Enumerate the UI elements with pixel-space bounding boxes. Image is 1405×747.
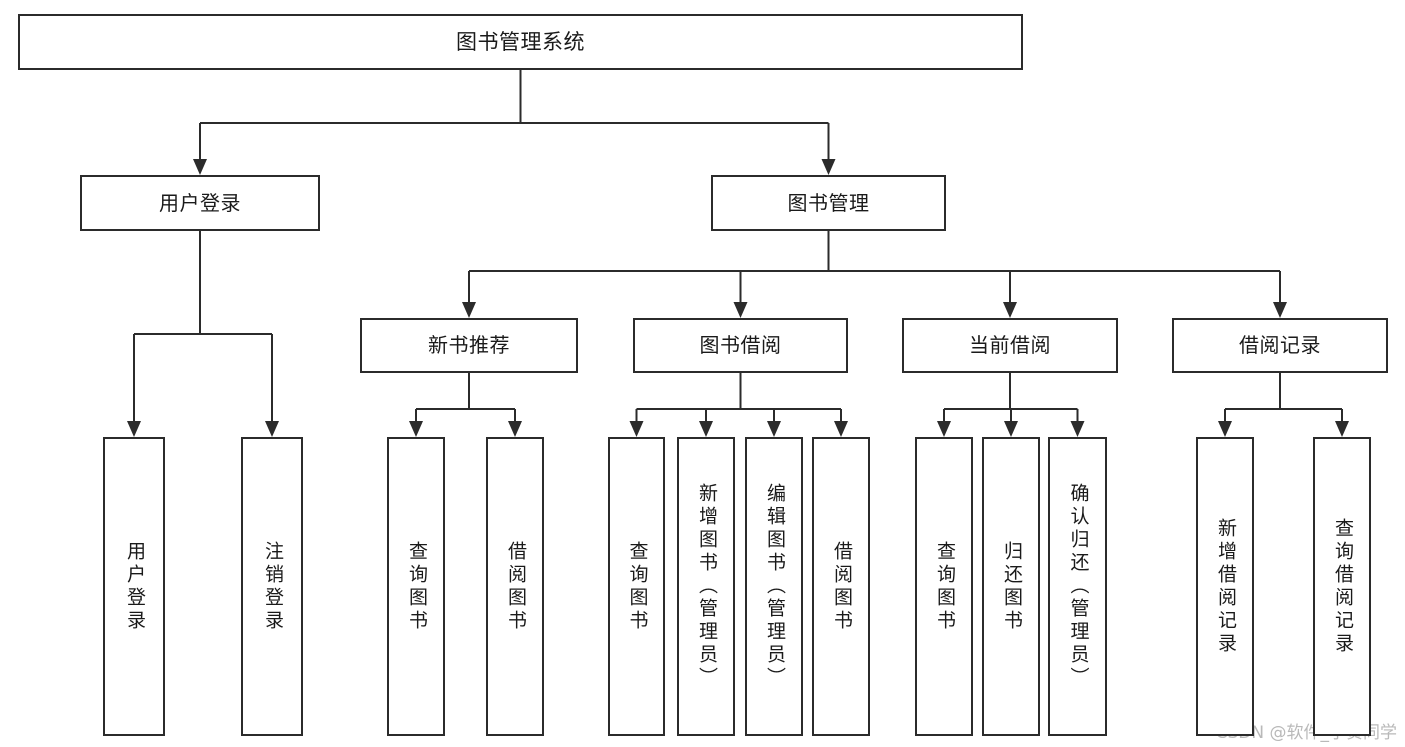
node-label-root: 图书管理系统 (456, 29, 585, 54)
node-label-leaf-bb-add: 新增图书（管理员） (695, 483, 718, 690)
connector-arrowhead-icon (1003, 302, 1017, 318)
connector-arrowhead-icon (1218, 421, 1232, 437)
node-label-leaf-nbr-query: 查询图书 (405, 540, 428, 633)
connector-arrowhead-icon (821, 159, 836, 175)
node-leaf-br-add[interactable]: 新增借阅记录 (1196, 437, 1254, 736)
connector-arrowhead-icon (193, 159, 207, 175)
connector-arrowhead-icon (1004, 421, 1018, 437)
connector-arrowhead-icon (767, 421, 781, 437)
node-label-book-borrow: 图书借阅 (699, 333, 782, 357)
node-leaf-nbr-borrow[interactable]: 借阅图书 (486, 437, 544, 736)
connector-arrowhead-icon (834, 421, 848, 437)
node-label-leaf-user-login: 用户登录 (123, 540, 146, 633)
node-leaf-bb-borrow[interactable]: 借阅图书 (812, 437, 870, 736)
node-label-user-login: 用户登录 (159, 190, 241, 215)
node-label-leaf-cb-confirm: 确认归还（管理员） (1067, 483, 1090, 690)
connector-arrowhead-icon (127, 421, 141, 437)
node-label-leaf-br-query: 查询借阅记录 (1331, 517, 1354, 656)
node-current-borrow[interactable]: 当前借阅 (902, 318, 1118, 373)
node-root[interactable]: 图书管理系统 (18, 14, 1023, 70)
node-leaf-br-query[interactable]: 查询借阅记录 (1313, 437, 1371, 736)
connector-arrowhead-icon (409, 421, 423, 437)
node-leaf-bb-query[interactable]: 查询图书 (608, 437, 665, 736)
node-leaf-cb-confirm[interactable]: 确认归还（管理员） (1048, 437, 1107, 736)
node-leaf-cb-return[interactable]: 归还图书 (982, 437, 1040, 736)
node-label-borrow-record: 借阅记录 (1239, 333, 1321, 357)
node-label-leaf-user-logout: 注销登录 (261, 540, 284, 633)
node-label-leaf-bb-borrow: 借阅图书 (830, 540, 853, 633)
node-book-manage[interactable]: 图书管理 (711, 175, 946, 231)
node-label-leaf-bb-edit: 编辑图书（管理员） (763, 483, 786, 690)
connector-arrowhead-icon (1273, 302, 1287, 318)
node-new-book-rec[interactable]: 新书推荐 (360, 318, 578, 373)
connector-arrowhead-icon (629, 421, 644, 437)
connector-arrowhead-icon (937, 421, 951, 437)
node-label-new-book-rec: 新书推荐 (428, 333, 510, 357)
node-borrow-record[interactable]: 借阅记录 (1172, 318, 1388, 373)
node-leaf-user-logout[interactable]: 注销登录 (241, 437, 303, 736)
connector-arrowhead-icon (733, 302, 748, 318)
connector-arrowhead-icon (508, 421, 522, 437)
node-leaf-nbr-query[interactable]: 查询图书 (387, 437, 445, 736)
node-label-leaf-cb-return: 归还图书 (1000, 540, 1023, 633)
connector-arrowhead-icon (699, 421, 713, 437)
node-label-book-manage: 图书管理 (787, 190, 870, 215)
node-label-leaf-nbr-borrow: 借阅图书 (504, 540, 527, 633)
node-book-borrow[interactable]: 图书借阅 (633, 318, 848, 373)
connector-arrowhead-icon (462, 302, 476, 318)
node-label-leaf-bb-query: 查询图书 (626, 540, 649, 633)
node-leaf-bb-edit[interactable]: 编辑图书（管理员） (745, 437, 803, 736)
node-user-login[interactable]: 用户登录 (80, 175, 320, 231)
connector-arrowhead-icon (1335, 421, 1349, 437)
node-leaf-cb-query[interactable]: 查询图书 (915, 437, 973, 736)
node-label-leaf-cb-query: 查询图书 (933, 540, 956, 633)
connector-arrowhead-icon (1070, 421, 1085, 437)
node-leaf-user-login[interactable]: 用户登录 (103, 437, 165, 736)
connector-arrowhead-icon (265, 421, 279, 437)
node-leaf-bb-add[interactable]: 新增图书（管理员） (677, 437, 735, 736)
node-label-leaf-br-add: 新增借阅记录 (1214, 517, 1237, 656)
node-label-current-borrow: 当前借阅 (969, 333, 1051, 357)
